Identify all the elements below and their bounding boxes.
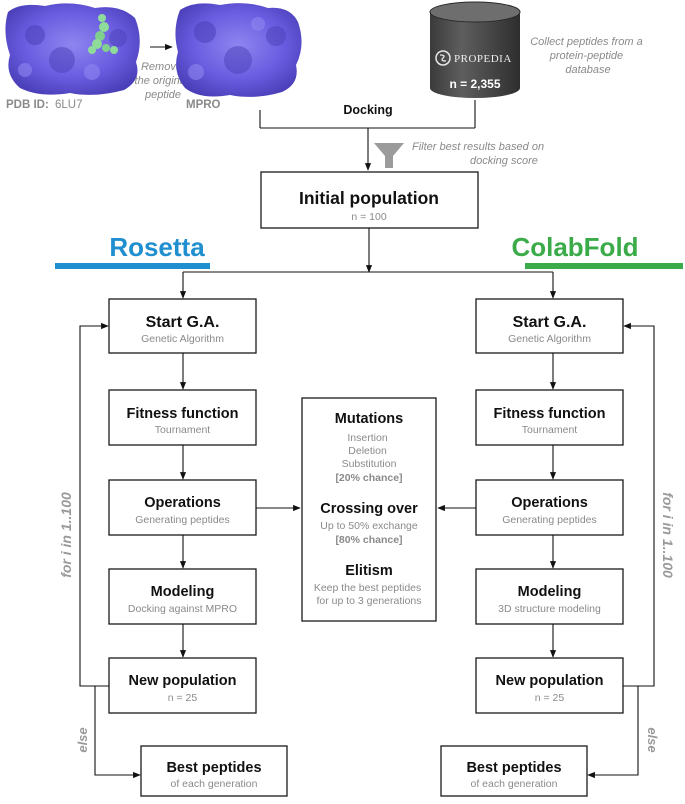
left-best-peptides-box — [140, 745, 288, 797]
left-operations-title: Operations — [144, 495, 221, 511]
left-else-label: else — [75, 727, 90, 752]
propedia-logo-icon — [435, 50, 451, 66]
right-operations-sub: Generating peptides — [502, 514, 597, 526]
right-else-line — [587, 686, 639, 779]
right-loop-label: for i in 1..100 — [660, 492, 676, 578]
pdb-label: PDB ID: — [6, 99, 49, 111]
right-start-ga-box — [475, 298, 624, 354]
left-else-line — [94, 686, 141, 779]
crossing-title: Crossing over — [320, 501, 418, 517]
left-best-peptides-sub: of each generation — [171, 778, 258, 790]
initial-population-sub: n = 100 — [351, 211, 386, 223]
left-start-ga-sub: Genetic Algorithm — [141, 333, 224, 345]
right-fitness-title: Fitness function — [494, 406, 606, 422]
remove-peptide-note: Remove the original peptide — [135, 61, 192, 101]
crossing-chance: [80% chance] — [335, 534, 402, 546]
mutations-chance: [20% chance] — [335, 472, 402, 484]
mutations-title: Mutations — [335, 411, 403, 427]
left-operations-sub: Generating peptides — [135, 514, 230, 526]
left-loop-label: for i in 1..100 — [58, 492, 74, 578]
right-operations-title: Operations — [511, 495, 588, 511]
peptide-ligand-icon — [88, 14, 118, 54]
left-modeling-sub: Docking against MPRO — [128, 603, 237, 615]
rosetta-label: Rosetta — [109, 232, 205, 262]
docking-label: Docking — [343, 103, 392, 117]
colabfold-label: ColabFold — [511, 232, 638, 262]
left-modeling-title: Modeling — [151, 584, 215, 600]
operations-detail-box — [301, 397, 437, 622]
left-fitness-title: Fitness function — [127, 406, 239, 422]
left-new-population-sub: n = 25 — [168, 692, 198, 704]
initial-population-box — [260, 171, 479, 229]
right-best-peptides-title: Best peptides — [466, 760, 561, 776]
right-new-population-sub: n = 25 — [535, 692, 565, 704]
right-modeling-box — [475, 568, 624, 625]
right-fitness-sub: Tournament — [522, 424, 578, 436]
left-fitness-box — [108, 389, 257, 446]
crossing-desc: Up to 50% exchange — [320, 520, 418, 532]
colabfold-underline — [525, 263, 683, 269]
left-modeling-box — [108, 568, 257, 625]
svg-text:PDB ID: 6LU7: PDB ID: 6LU7 — [6, 99, 83, 111]
protein-surface-image-6lu7 — [5, 3, 140, 95]
left-new-population-title: New population — [129, 673, 237, 689]
right-new-population-title: New population — [496, 673, 604, 689]
right-fitness-box — [475, 389, 624, 446]
right-best-peptides-box — [440, 745, 588, 797]
collect-note: Collect peptides from a protein-peptide … — [530, 36, 646, 76]
filter-note: Filter best results based on docking sco… — [412, 141, 547, 167]
elitism-desc: Keep the best peptides for up to 3 gener… — [314, 582, 424, 607]
right-modeling-sub: 3D structure modeling — [498, 603, 601, 615]
right-else-label: else — [645, 727, 660, 752]
rosetta-underline — [55, 263, 210, 269]
right-modeling-title: Modeling — [518, 584, 582, 600]
left-fitness-sub: Tournament — [155, 424, 211, 436]
left-start-ga-title: Start G.A. — [146, 314, 220, 331]
left-best-peptides-title: Best peptides — [166, 760, 261, 776]
left-operations-box — [108, 479, 257, 536]
right-start-ga-title: Start G.A. — [513, 314, 587, 331]
right-best-peptides-sub: of each generation — [471, 778, 558, 790]
right-loop-line — [623, 322, 655, 687]
database-count: n = 2,355 — [449, 77, 500, 91]
initial-population-title: Initial population — [299, 188, 439, 208]
database-name: PROPEDIA — [454, 53, 512, 65]
left-new-population-box — [108, 657, 257, 714]
pdb-id: 6LU7 — [55, 99, 83, 111]
protein-surface-image-mpro — [175, 3, 302, 97]
database-cylinder-icon: PROPEDIA n = 2,355 — [429, 1, 521, 98]
elitism-title: Elitism — [345, 563, 393, 579]
left-loop-line — [79, 322, 109, 687]
right-operations-box — [475, 479, 624, 536]
mutations-list: Insertion Deletion Substitution — [342, 432, 397, 470]
mpro-label: MPRO — [186, 99, 221, 111]
funnel-icon — [374, 143, 404, 168]
right-start-ga-sub: Genetic Algorithm — [508, 333, 591, 345]
right-new-population-box — [475, 657, 624, 714]
